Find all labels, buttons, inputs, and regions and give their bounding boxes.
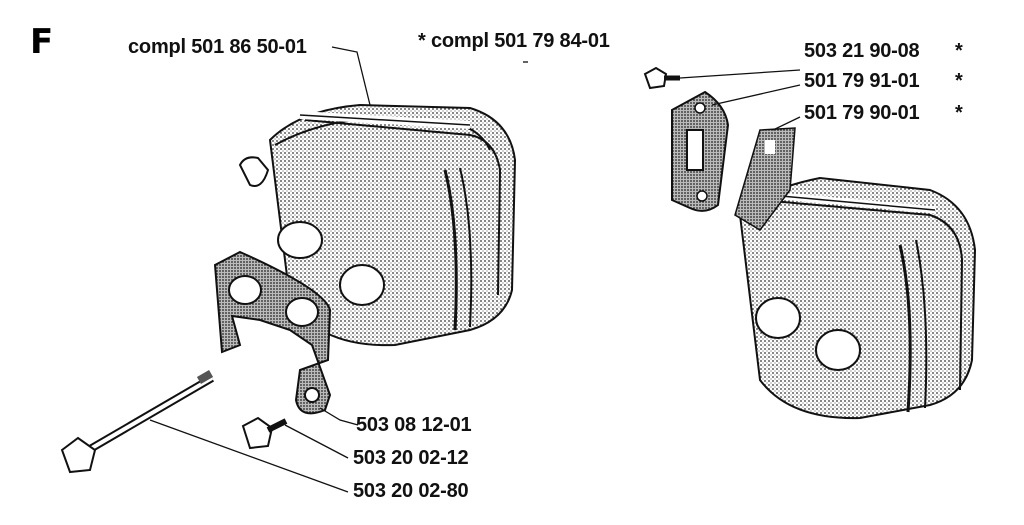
label-gasket-top: 501 79 91-01 — [804, 70, 920, 92]
top-screw — [643, 66, 680, 90]
label-muffler-right: * compl 501 79 84-01 — [418, 30, 610, 52]
section-letter: F — [30, 22, 54, 62]
label-screw-long: 503 20 02-80 — [353, 480, 469, 502]
muffler-right — [738, 176, 977, 420]
muffler-left — [238, 103, 517, 347]
long-screw — [60, 370, 215, 474]
label-gasket-bottom: 503 08 12-01 — [356, 414, 472, 436]
spark-screen — [734, 127, 796, 231]
label-screw-top: 503 21 90-08 — [804, 40, 920, 62]
gasket-right — [671, 90, 730, 212]
gasket-left — [213, 250, 332, 415]
label-muffler-left: compl 501 86 50-01 — [128, 36, 307, 58]
short-screw — [241, 416, 288, 450]
label-screen: 501 79 90-01 — [804, 102, 920, 124]
star-screen: * — [955, 102, 963, 124]
star-gasket-top: * — [955, 70, 963, 92]
label-screw-short: 503 20 02-12 — [353, 447, 469, 469]
star-screw-top: * — [955, 40, 963, 62]
leader-lines — [149, 46, 801, 493]
